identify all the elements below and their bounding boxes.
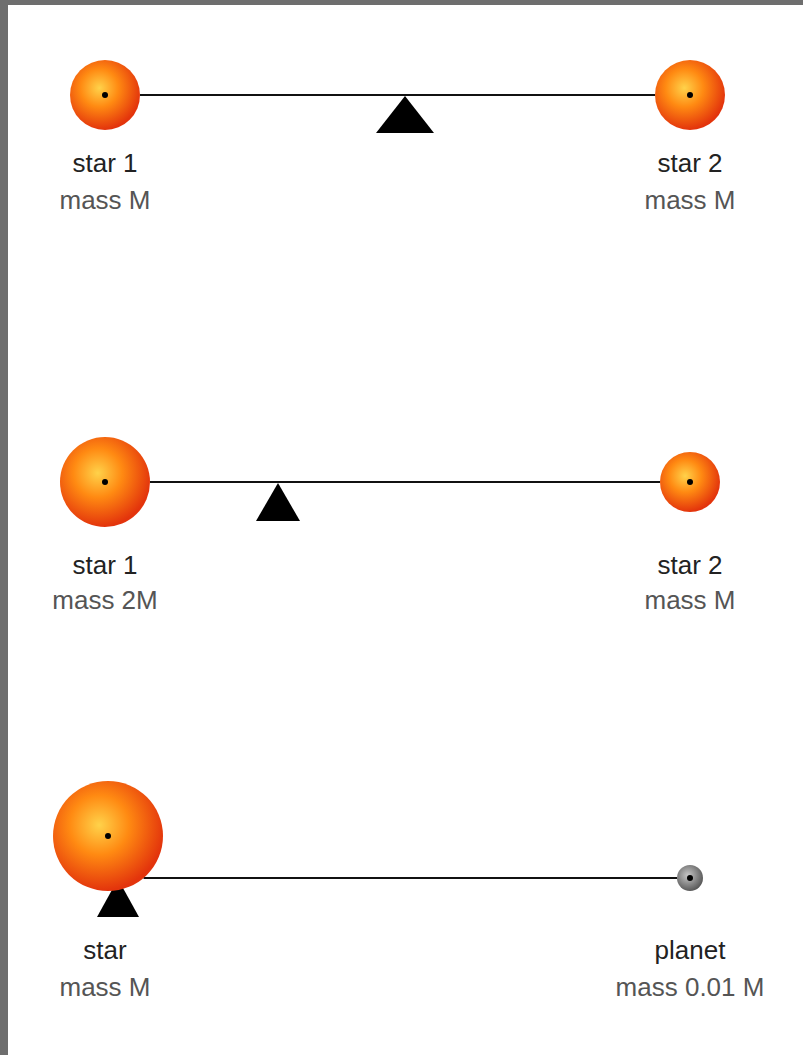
planet-circle: planetmass 0.01 M <box>677 865 703 891</box>
mass-label: mass 0.01 M <box>616 972 765 1002</box>
balance-rod <box>150 481 660 483</box>
body-shape <box>660 452 720 512</box>
balance-rod <box>144 877 677 879</box>
mass-label: mass M <box>645 585 736 615</box>
star-circle: star 1mass 2M <box>60 437 150 527</box>
star-circle: starmass M <box>53 781 163 891</box>
star-circle: star 2mass M <box>660 452 720 512</box>
body-shape <box>677 865 703 891</box>
balance-rod <box>140 94 655 96</box>
mass-label: mass M <box>60 185 151 215</box>
star-circle: star 2mass M <box>655 60 725 130</box>
body-shape <box>53 781 163 891</box>
body-name: star 2 <box>657 148 722 178</box>
body-name: planet <box>655 935 726 965</box>
body-name: star 1 <box>72 550 137 580</box>
fulcrum-triangle <box>256 483 300 521</box>
mass-label: mass M <box>60 972 151 1002</box>
body-shape <box>70 60 140 130</box>
mass-label: mass 2M <box>52 585 157 615</box>
body-name: star 2 <box>657 550 722 580</box>
star-circle: star 1mass M <box>70 60 140 130</box>
body-shape <box>60 437 150 527</box>
body-name: star <box>83 935 126 965</box>
body-name: star 1 <box>72 148 137 178</box>
fulcrum-triangle <box>376 96 434 133</box>
body-shape <box>655 60 725 130</box>
mass-label: mass M <box>645 185 736 215</box>
